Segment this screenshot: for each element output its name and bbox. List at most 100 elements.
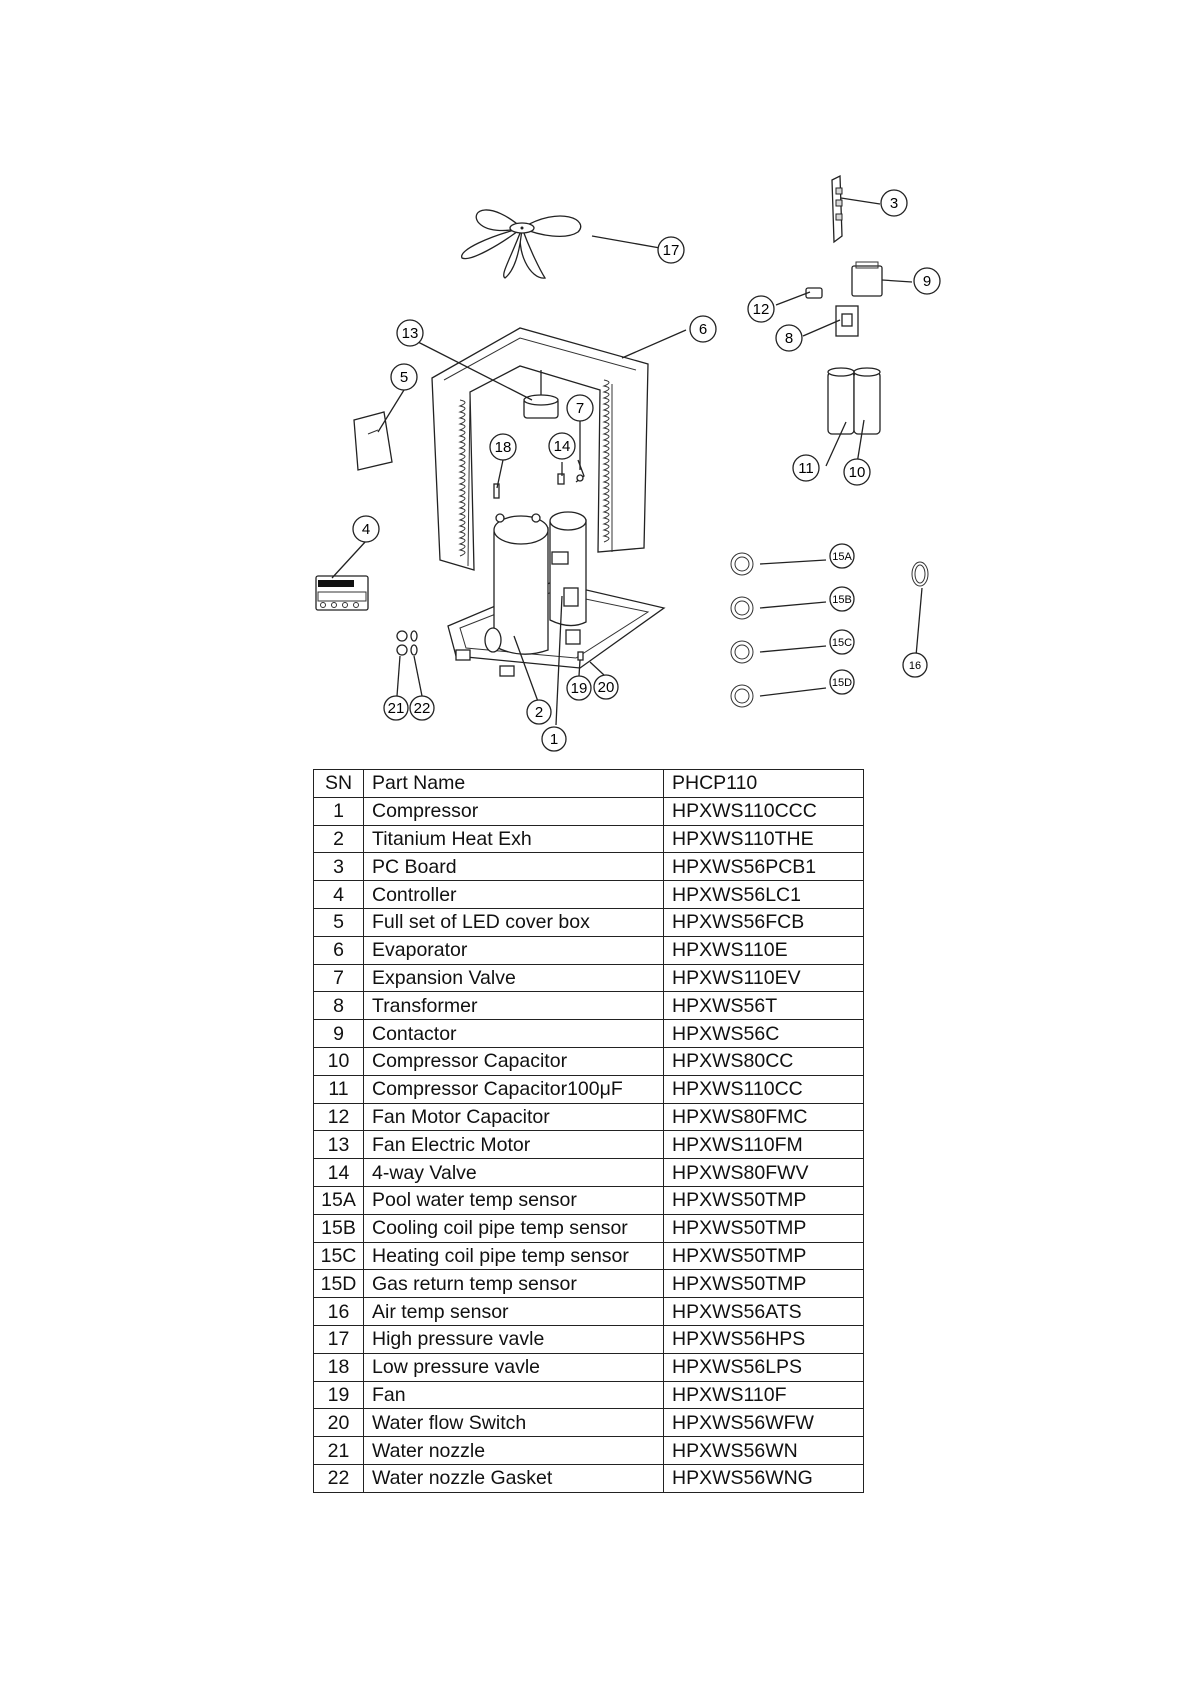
header-model: PHCP110 (663, 769, 864, 798)
cell-part-name: Controller (363, 880, 664, 909)
svg-text:3: 3 (890, 195, 898, 212)
cell-sn: 20 (313, 1408, 364, 1438)
cell-part-name: Water nozzle (363, 1436, 664, 1465)
cell-part-number: HPXWS80CC (663, 1046, 864, 1076)
svg-text:10: 10 (849, 464, 866, 481)
callout-17: 19 (566, 675, 592, 701)
cell-part-name: Pool water temp sensor (363, 1185, 664, 1215)
svg-text:18: 18 (495, 439, 512, 456)
cell-sn: 15C (313, 1241, 364, 1271)
svg-text:20: 20 (598, 679, 615, 696)
svg-text:21: 21 (388, 700, 405, 717)
callout-22: 22 (409, 695, 435, 721)
cell-sn: 19 (313, 1380, 364, 1410)
callout-15a: 15A (829, 543, 855, 569)
cell-part-name: Compressor (363, 796, 664, 826)
cell-sn: 16 (313, 1297, 364, 1326)
cell-part-name: High pressure vavle (363, 1324, 664, 1354)
cell-part-number: HPXWS56C (663, 1019, 864, 1048)
cell-sn: 7 (313, 963, 364, 993)
svg-text:13: 13 (402, 325, 419, 342)
fan-drawing (461, 209, 582, 279)
svg-text:16: 16 (909, 660, 921, 672)
controller-drawing (315, 575, 369, 611)
cell-part-name: Heating coil pipe temp sensor (363, 1241, 664, 1271)
callout-15d: 15D (829, 669, 855, 695)
cell-sn: 11 (313, 1074, 364, 1104)
cell-part-name: Cooling coil pipe temp sensor (363, 1213, 664, 1243)
svg-text:1: 1 (550, 731, 558, 748)
cell-sn: 18 (313, 1352, 364, 1382)
cell-sn: 22 (313, 1463, 364, 1493)
cell-part-name: Fan Motor Capacitor (363, 1102, 664, 1132)
cell-sn: 12 (313, 1102, 364, 1132)
temp-sensors-drawing (730, 552, 929, 708)
cell-sn: 8 (313, 991, 364, 1021)
cell-part-number: HPXWS56WFW (663, 1408, 864, 1438)
cell-part-name: Compressor Capacitor100μF (363, 1074, 664, 1104)
svg-text:14: 14 (554, 438, 571, 455)
cell-sn: 21 (313, 1436, 364, 1465)
cell-part-name: Fan (363, 1380, 664, 1410)
cell-sn: 6 (313, 935, 364, 965)
svg-text:15B: 15B (832, 594, 852, 606)
cell-part-name: Titanium Heat Exh (363, 824, 664, 854)
cell-part-number: HPXWS110CCC (663, 796, 864, 826)
cell-part-number: HPXWS110CC (663, 1074, 864, 1104)
exploded-parts-diagram: 17 3 9 12 8 6 13 5 7 14 18 11 10 4 15A 1… (315, 174, 941, 752)
cell-part-number: HPXWS56FCB (663, 907, 864, 937)
callout-9: 9 (913, 267, 941, 295)
cell-part-name: Low pressure vavle (363, 1352, 664, 1382)
cell-part-number: HPXWS110EV (663, 963, 864, 993)
callout-markers: 17 3 9 12 8 6 13 5 7 14 18 11 10 4 15A 1… (352, 189, 941, 752)
callout-20: 18 (489, 433, 517, 461)
cell-part-number: HPXWS50TMP (663, 1269, 864, 1299)
cell-part-name: Water flow Switch (363, 1408, 664, 1438)
cell-part-number: HPXWS56WN (663, 1436, 864, 1465)
cell-sn: 15A (313, 1185, 364, 1215)
cell-part-name: Compressor Capacitor (363, 1046, 664, 1076)
callout-15c: 15C (829, 629, 855, 655)
cell-part-name: PC Board (363, 852, 664, 882)
cell-sn: 5 (313, 907, 364, 937)
svg-text:11: 11 (798, 460, 814, 477)
svg-text:6: 6 (699, 321, 707, 338)
capacitors-drawing (827, 367, 881, 435)
cell-part-name: Evaporator (363, 935, 664, 965)
contactor-drawing (851, 261, 883, 297)
callout-1: 1 (541, 726, 567, 752)
pc-board-drawing (831, 174, 843, 244)
cell-part-name: Water nozzle Gasket (363, 1463, 664, 1493)
svg-text:17: 17 (663, 242, 680, 259)
cell-sn: 14 (313, 1158, 364, 1187)
callout-16: 16 (902, 652, 928, 678)
svg-text:7: 7 (576, 400, 584, 417)
cell-part-number: HPXWS110E (663, 935, 864, 965)
cell-sn: 13 (313, 1130, 364, 1160)
callout-11: 11 (792, 454, 820, 482)
cell-part-name: Gas return temp sensor (363, 1269, 664, 1299)
cell-sn: 15D (313, 1269, 364, 1299)
cell-part-number: HPXWS50TMP (663, 1241, 864, 1271)
header-part-name: Part Name (363, 769, 664, 798)
cell-sn: 1 (313, 796, 364, 826)
svg-text:2: 2 (535, 704, 543, 721)
callout-13: 13 (396, 319, 424, 347)
